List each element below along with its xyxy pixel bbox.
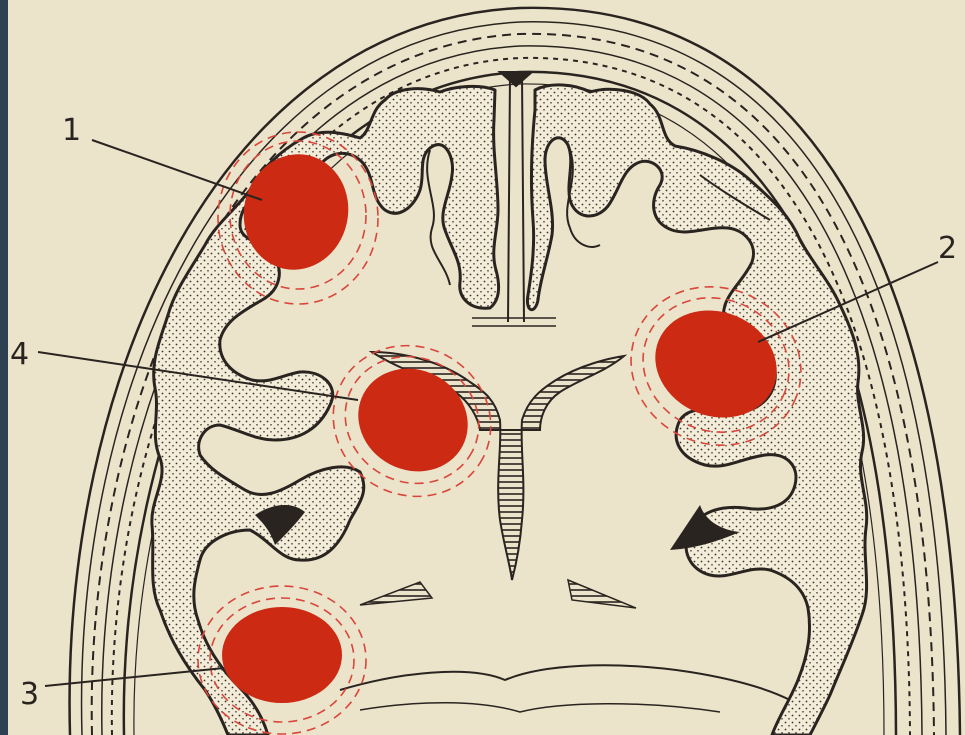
label-2: 2 [938,231,957,266]
falx-right-line [522,76,524,322]
lesion-4 [340,350,486,491]
lesion-3 [222,607,342,703]
brain-base-outline-2 [360,703,720,712]
leader-line-1 [92,140,262,200]
brain-base-outline [340,665,790,700]
label-1: 1 [62,113,81,148]
right-small-ventricle [568,580,636,608]
left-small-ventricle [360,582,432,605]
falx-left-line [508,76,510,322]
label-3: 3 [20,677,39,712]
label-4: 4 [10,337,29,372]
falx-base [472,318,556,326]
